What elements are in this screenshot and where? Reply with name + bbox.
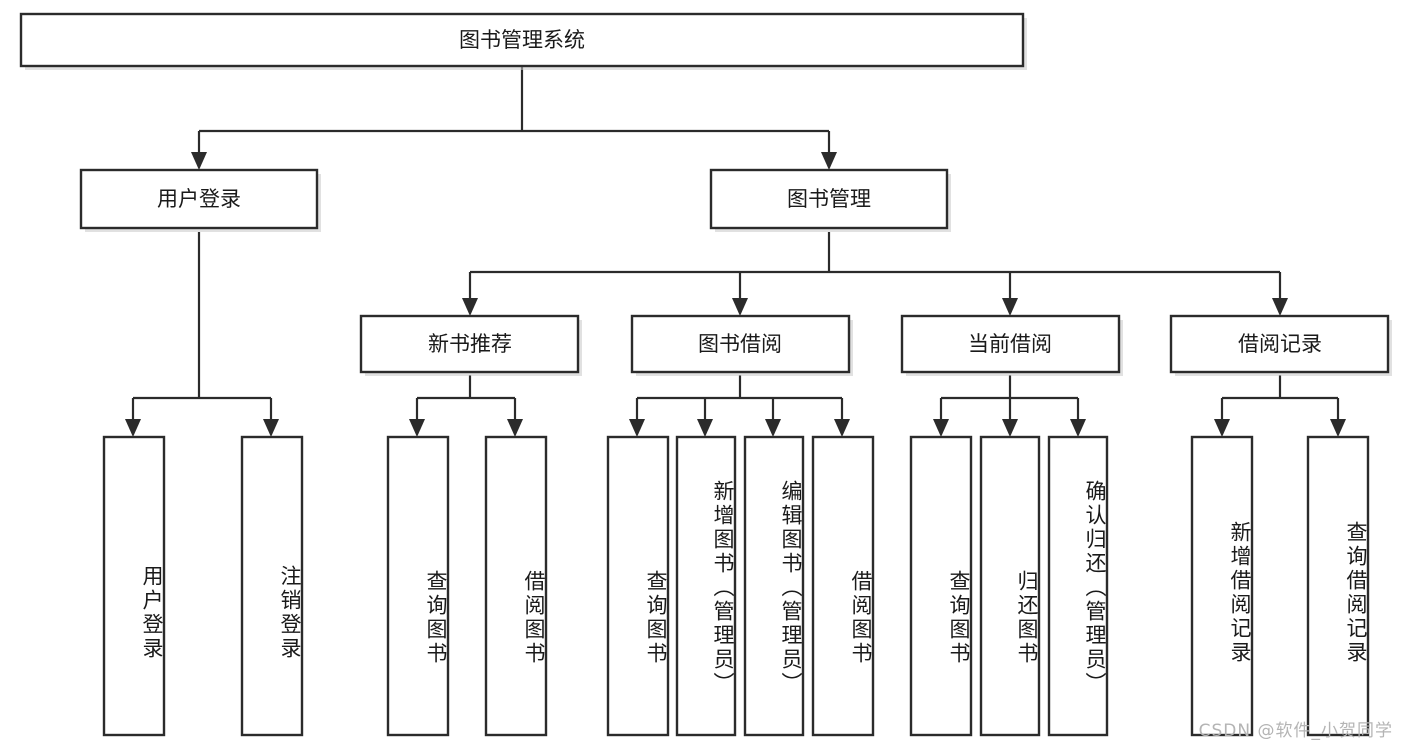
arrow-head-book-manage — [821, 152, 837, 170]
node-book-borrow[interactable]: 图书借阅 — [630, 314, 853, 376]
edges-book-borrow-to-leaves — [629, 375, 850, 437]
node-root[interactable]: 图书管理系统 — [19, 12, 1027, 70]
arrow-head-leaf-query-record — [1330, 419, 1346, 437]
leaf-box-add-book[interactable] — [675, 435, 737, 737]
node-book-borrow-label: 图书借阅 — [698, 332, 782, 356]
edges-user-login-to-leaves — [125, 232, 279, 437]
arrow-head-leaf-query-book-1 — [409, 419, 425, 437]
edges-book-manage-to-level2 — [462, 232, 1288, 316]
arrow-head-leaf-confirm-return — [1070, 419, 1086, 437]
arrow-head-leaf-add-record — [1214, 419, 1230, 437]
edges-current-borrow-to-leaves — [933, 375, 1086, 437]
edges-new-book-recommend-to-leaves — [409, 375, 523, 437]
leaf-box-query-book-3[interactable] — [909, 435, 973, 737]
node-book-manage-box[interactable] — [709, 168, 949, 230]
node-current-borrow[interactable]: 当前借阅 — [900, 314, 1123, 376]
node-borrow-record[interactable]: 借阅记录 — [1169, 314, 1392, 376]
arrow-head-leaf-user-login — [125, 419, 141, 437]
leaf-box-query-book-1[interactable] — [386, 435, 450, 737]
watermark-text: CSDN @软件_小贺同学 — [1198, 721, 1393, 741]
arrow-head-new-book-recommend — [462, 298, 478, 316]
leaf-box-add-record[interactable] — [1190, 435, 1254, 737]
node-root-box[interactable] — [19, 12, 1025, 68]
arrow-head-leaf-query-book-2 — [629, 419, 645, 437]
leaf-box-return-book[interactable] — [979, 435, 1041, 737]
leaf-box-confirm-return[interactable] — [1047, 435, 1109, 737]
node-user-login-box[interactable] — [79, 168, 319, 230]
node-book-manage-label: 图书管理 — [787, 187, 871, 211]
node-borrow-record-box[interactable] — [1169, 314, 1390, 374]
edges-root-to-level1 — [191, 66, 837, 170]
arrow-head-leaf-logout-login — [263, 419, 279, 437]
leaf-box-borrow-book-2[interactable] — [811, 435, 875, 737]
edges-borrow-record-to-leaves — [1214, 375, 1346, 437]
node-borrow-record-label: 借阅记录 — [1238, 332, 1322, 356]
node-user-login-label: 用户登录 — [157, 187, 241, 211]
node-root-label: 图书管理系统 — [459, 28, 585, 52]
arrow-head-leaf-borrow-book-2 — [834, 419, 850, 437]
arrow-head-leaf-edit-book — [765, 419, 781, 437]
node-book-borrow-box[interactable] — [630, 314, 851, 374]
leaf-box-query-record[interactable] — [1306, 435, 1370, 737]
leaf-box-user-login[interactable] — [102, 435, 166, 737]
leaf-box-logout-login[interactable] — [240, 435, 304, 737]
node-new-book-recommend-label: 新书推荐 — [428, 332, 512, 356]
leaf-box-query-book-2[interactable] — [606, 435, 670, 737]
leaf-box-edit-book[interactable] — [743, 435, 805, 737]
node-new-book-recommend[interactable]: 新书推荐 — [359, 314, 582, 376]
leaf-box-borrow-book-1[interactable] — [484, 435, 548, 737]
arrow-head-book-borrow — [732, 298, 748, 316]
node-current-borrow-label: 当前借阅 — [968, 332, 1052, 356]
arrow-head-leaf-add-book — [697, 419, 713, 437]
node-current-borrow-box[interactable] — [900, 314, 1121, 374]
arrow-head-user-login — [191, 152, 207, 170]
arrow-head-leaf-query-book-3 — [933, 419, 949, 437]
leaf-boxes — [102, 435, 1370, 737]
arrow-head-borrow-record — [1272, 298, 1288, 316]
arrow-head-leaf-borrow-book-1 — [507, 419, 523, 437]
arrow-head-leaf-return-book — [1002, 419, 1018, 437]
node-book-manage[interactable]: 图书管理 — [709, 168, 951, 232]
node-new-book-recommend-box[interactable] — [359, 314, 580, 374]
arrow-head-current-borrow — [1002, 298, 1018, 316]
node-user-login[interactable]: 用户登录 — [79, 168, 321, 232]
